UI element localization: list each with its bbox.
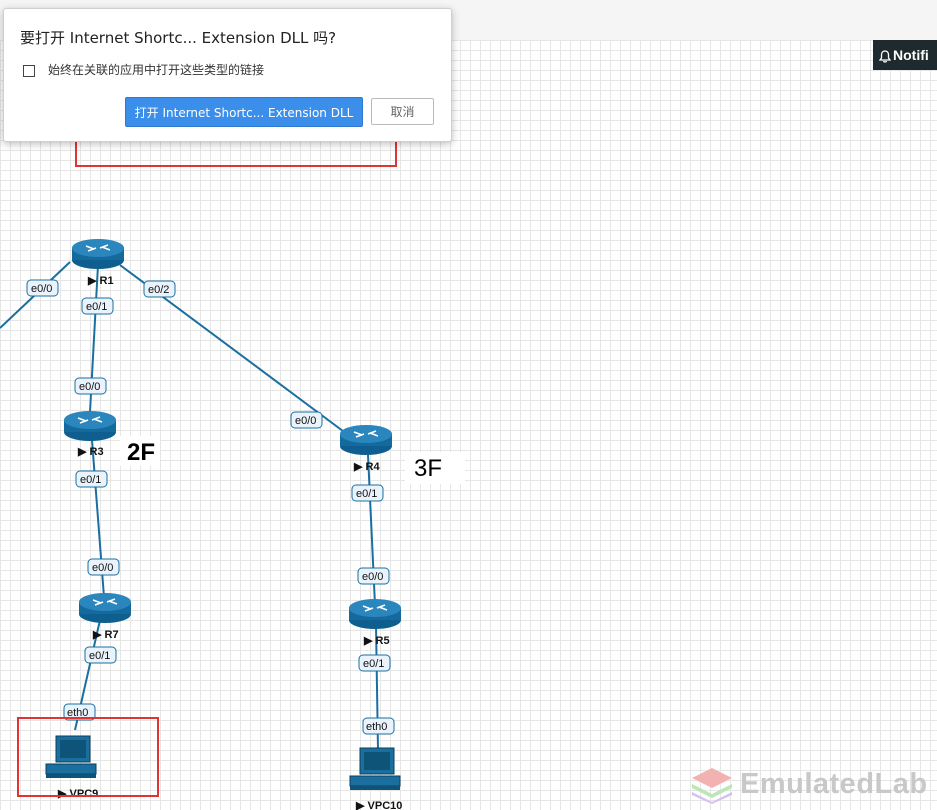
vpc10-pc-icon[interactable]: [349, 747, 401, 791]
svg-text:▶ VPC9: ▶ VPC9: [57, 788, 98, 800]
open-external-app-dialog: 要打开 Internet Shortc... Extension DLL 吗? …: [3, 8, 452, 142]
svg-text:▶ R7: ▶ R7: [92, 629, 119, 641]
iface-r1-e02: e0/2: [148, 284, 169, 296]
bell-icon: [878, 50, 892, 63]
highlight-box-vpc9: [17, 717, 159, 797]
always-open-checkbox-label[interactable]: 始终在关联的应用中打开这些类型的链接: [48, 63, 265, 77]
svg-text:▶ R3: ▶ R3: [77, 446, 104, 458]
router-r4-icon[interactable]: [339, 424, 393, 456]
lab-canvas[interactable]: [0, 40, 937, 810]
floor-label-3f: 3F: [414, 455, 442, 482]
node-label-r4: R4: [366, 461, 381, 473]
floor-label-2f: 2F: [127, 439, 155, 466]
iface-r3-e01: e0/1: [80, 474, 101, 486]
iface-r7-e00: e0/0: [92, 562, 113, 574]
cancel-button[interactable]: 取消: [371, 98, 434, 125]
watermark-text: EmulatedLab: [740, 768, 928, 800]
iface-r1-e00: e0/0: [31, 283, 52, 295]
svg-text:▶ R1: ▶ R1: [87, 275, 114, 287]
iface-r4-e00: e0/0: [295, 415, 316, 427]
router-r7-icon[interactable]: [78, 592, 132, 624]
always-open-checkbox[interactable]: [23, 65, 35, 77]
node-label-r1: R1: [100, 275, 114, 287]
iface-r3-e00: e0/0: [79, 381, 100, 393]
emulatedlab-logo-icon: [692, 768, 732, 804]
iface-r5-e00: e0/0: [362, 571, 383, 583]
notifications-label: Notifi: [893, 47, 929, 63]
node-label-vpc9: VPC9: [70, 788, 99, 800]
iface-r5-e01: e0/1: [363, 658, 384, 670]
node-label-r3: R3: [90, 446, 104, 458]
notifications-button[interactable]: Notifi: [873, 40, 937, 70]
svg-text:▶ R4: ▶ R4: [353, 461, 380, 473]
router-r5-icon[interactable]: [348, 598, 402, 630]
iface-r7-e01: e0/1: [89, 650, 110, 662]
svg-text:▶ VPC10: ▶ VPC10: [355, 800, 402, 810]
iface-vpc10-eth0: eth0: [366, 721, 387, 733]
emulatedlab-watermark: EmulatedLab: [690, 766, 935, 806]
iface-r1-e01: e0/1: [86, 301, 107, 313]
dialog-title: 要打开 Internet Shortc... Extension DLL 吗?: [20, 29, 337, 47]
open-app-button[interactable]: 打开 Internet Shortc... Extension DLL: [125, 97, 363, 127]
router-r3-icon[interactable]: [63, 410, 117, 442]
node-label-r5: R5: [376, 635, 390, 647]
node-label-r7: R7: [105, 629, 119, 641]
node-label-vpc10: VPC10: [368, 800, 403, 810]
iface-r4-e01: e0/1: [356, 488, 377, 500]
vpc9-pc-icon[interactable]: [45, 735, 97, 779]
iface-vpc9-eth0: eth0: [67, 707, 88, 719]
svg-text:▶ R5: ▶ R5: [363, 635, 390, 647]
router-r1-icon[interactable]: [71, 238, 125, 270]
